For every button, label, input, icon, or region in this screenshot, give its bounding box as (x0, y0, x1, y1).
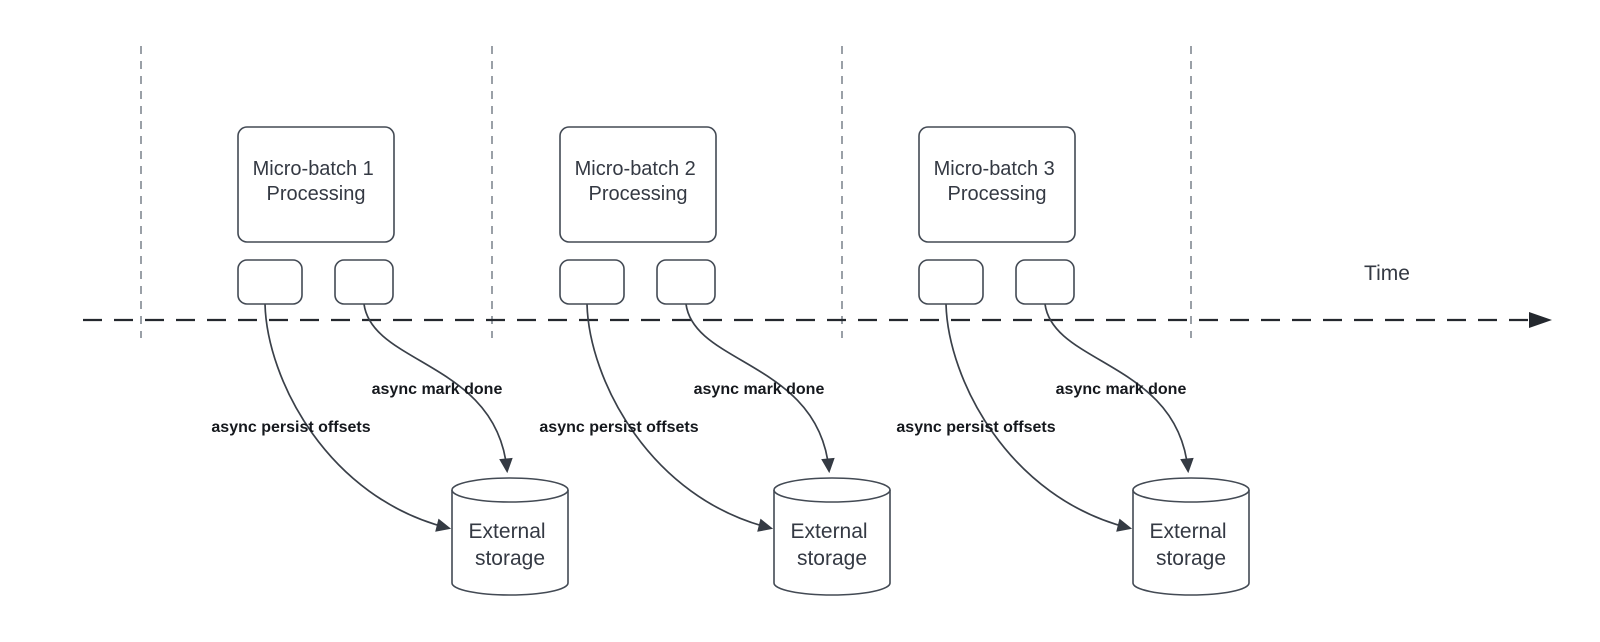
processing-box-title: Micro-batch 1 (253, 158, 374, 180)
storage-cylinder-body (1132, 490, 1250, 596)
storage-cylinder-top (1132, 477, 1250, 503)
storage-cylinder-top (451, 477, 569, 503)
offset-rect-left (559, 259, 625, 305)
processing-box-label: Micro-batch 2 Processing (575, 158, 702, 205)
micro-batch-group-3: Micro-batch 3 Processing async persist o… (896, 126, 1250, 596)
storage-label: External storage (469, 520, 552, 570)
processing-box-label: Micro-batch 1 Processing (253, 158, 380, 205)
persist-offsets-arrow (264, 303, 448, 528)
storage-label-line1: External (791, 520, 868, 543)
storage-label-line1: External (469, 520, 546, 543)
micro-batch-group-1: Micro-batch 1 Processing async persist o… (211, 126, 569, 596)
storage-label-line2: storage (475, 547, 545, 570)
processing-box-subtitle: Processing (589, 183, 688, 205)
storage-label: External storage (791, 520, 874, 570)
offset-rect-left (237, 259, 303, 305)
processing-box (918, 126, 1076, 243)
offset-rect-right (334, 259, 394, 305)
mark-done-label: async mark done (372, 381, 503, 398)
storage-cylinder-body (451, 490, 569, 596)
time-axis-label: Time (1364, 262, 1410, 285)
offset-rect-right (1015, 259, 1075, 305)
processing-box (559, 126, 717, 243)
persist-offsets-label: async persist offsets (896, 419, 1055, 436)
processing-box-subtitle: Processing (948, 183, 1047, 205)
processing-box-label: Micro-batch 3 Processing (934, 158, 1061, 205)
offset-rect-right (656, 259, 716, 305)
offset-rect-left (918, 259, 984, 305)
storage-label: External storage (1150, 520, 1233, 570)
processing-box (237, 126, 395, 243)
storage-cylinder-top (773, 477, 891, 503)
storage-label-line2: storage (797, 547, 867, 570)
mark-done-arrow (685, 303, 829, 470)
time-axis-arrowhead-icon (1529, 312, 1552, 328)
storage-label-line2: storage (1156, 547, 1226, 570)
mark-done-label: async mark done (694, 381, 825, 398)
micro-batch-group-2: Micro-batch 2 Processing async persist o… (539, 126, 891, 596)
storage-label-line1: External (1150, 520, 1227, 543)
persist-offsets-label: async persist offsets (211, 419, 370, 436)
persist-offsets-arrow (945, 303, 1129, 528)
mark-done-label: async mark done (1056, 381, 1187, 398)
storage-cylinder-body (773, 490, 891, 596)
mark-done-arrow (1044, 303, 1188, 470)
persist-offsets-label: async persist offsets (539, 419, 698, 436)
mark-done-arrow (363, 303, 507, 470)
persist-offsets-arrow (586, 303, 770, 528)
processing-box-title: Micro-batch 3 (934, 158, 1055, 180)
processing-box-subtitle: Processing (267, 183, 366, 205)
processing-box-title: Micro-batch 2 (575, 158, 696, 180)
